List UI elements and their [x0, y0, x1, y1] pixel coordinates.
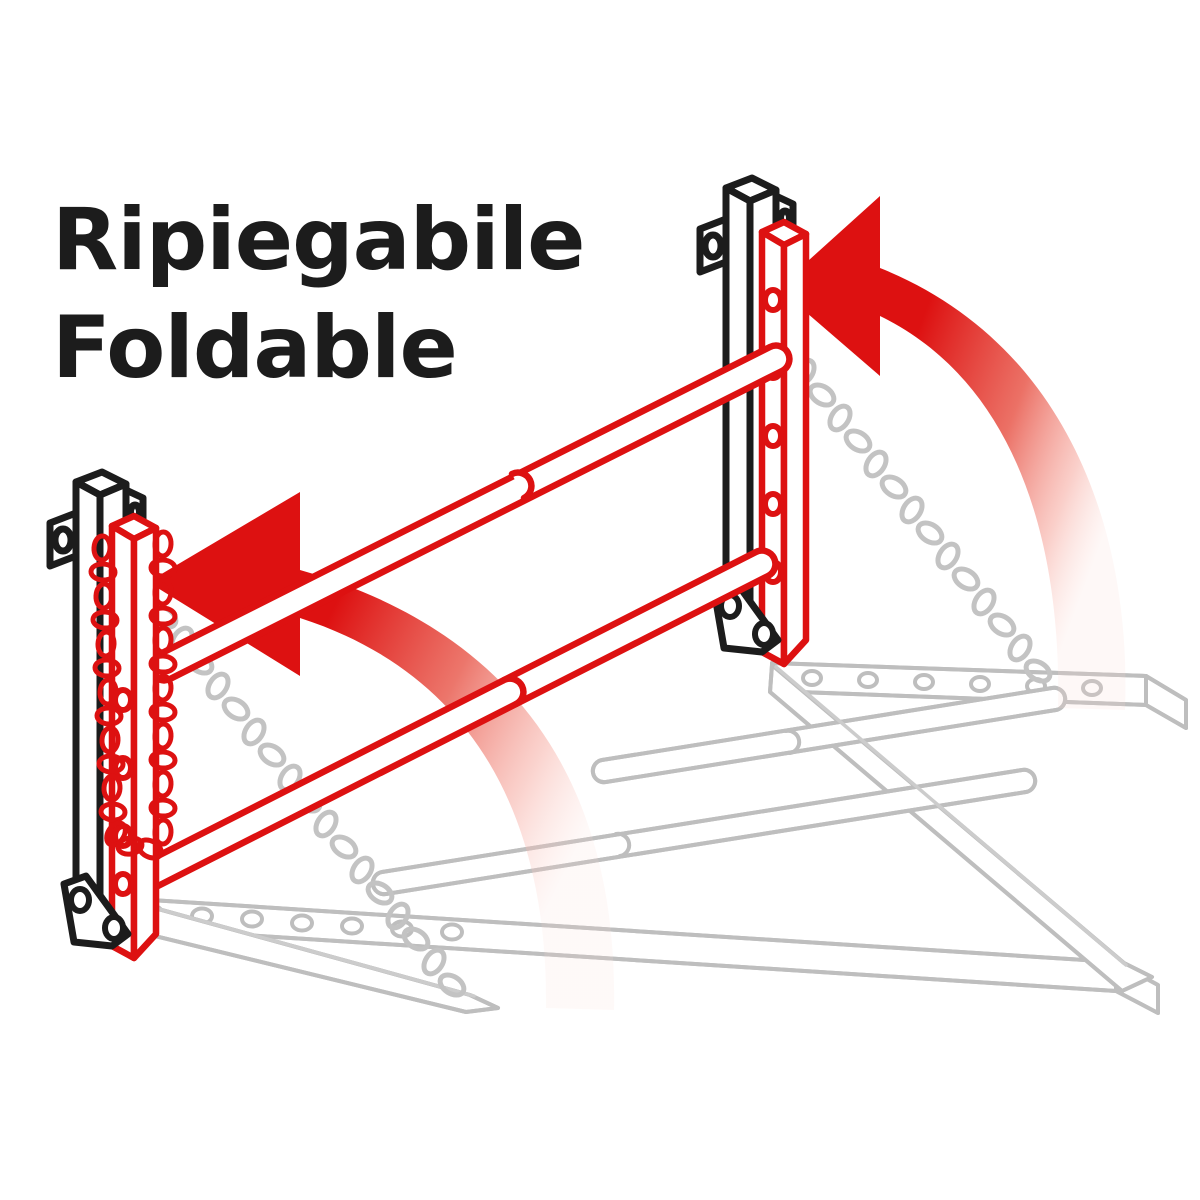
pivot-hinge-left — [60, 872, 132, 950]
fold-arrow-right — [778, 196, 1126, 710]
rack-depth-lines — [124, 665, 1128, 998]
folding-upright-left-red — [108, 512, 160, 962]
